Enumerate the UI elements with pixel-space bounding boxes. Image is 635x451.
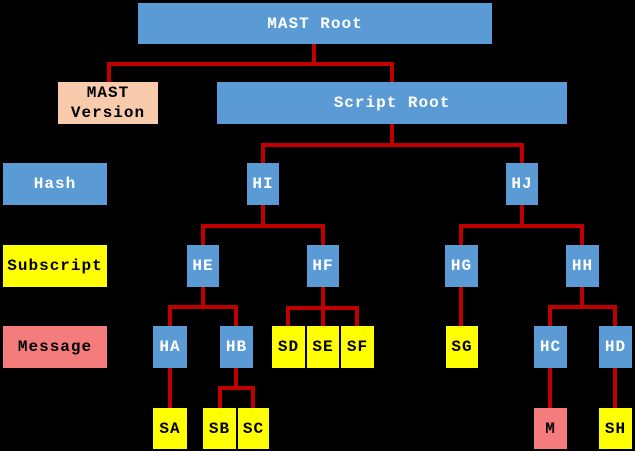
edge-hh-children <box>548 283 617 331</box>
node-ha: HA <box>153 326 187 368</box>
node-hj: HJ <box>506 163 538 205</box>
node-sc: SC <box>238 408 269 449</box>
node-sg: SG <box>446 326 478 368</box>
node-sd: SD <box>272 326 305 368</box>
edge-hi-children <box>201 202 325 250</box>
node-sh: SH <box>599 408 632 449</box>
legend-hash: Hash <box>3 163 107 205</box>
node-hd: HD <box>599 326 632 368</box>
node-sf: SF <box>341 326 374 368</box>
edge-mastroot-children <box>107 40 394 86</box>
node-hi: HI <box>247 163 279 205</box>
node-hc: HC <box>534 326 567 368</box>
edge-he-children <box>168 283 238 331</box>
legend-message: Message <box>3 326 107 368</box>
node-he: HE <box>187 245 219 287</box>
node-sb: SB <box>203 408 236 449</box>
node-script-root: Script Root <box>217 82 567 124</box>
edge-scriptroot-children <box>261 121 524 167</box>
node-sa: SA <box>153 408 187 449</box>
legend-subscript: Subscript <box>3 245 107 287</box>
node-mast-version: MAST Version <box>58 82 158 124</box>
node-m: M <box>534 408 567 449</box>
edge-hb-children <box>218 364 255 413</box>
node-hg: HG <box>445 245 478 287</box>
node-hh: HH <box>566 245 599 287</box>
node-hb: HB <box>220 326 253 368</box>
node-mast-root: MAST Root <box>138 3 492 44</box>
node-hf: HF <box>307 245 339 287</box>
edge-hj-children <box>459 202 584 250</box>
node-se: SE <box>307 326 339 368</box>
edge-hf-children <box>286 283 359 331</box>
